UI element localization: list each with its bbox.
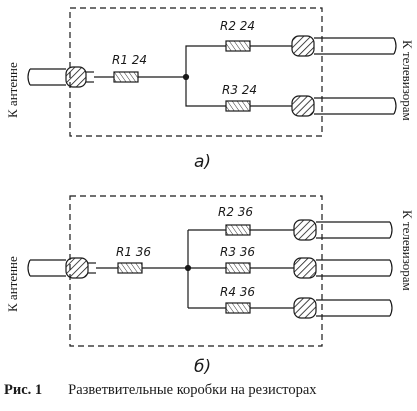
enclosure-b xyxy=(69,195,323,347)
resistor-label-r2-a: R2 24 xyxy=(220,19,255,33)
junction-a xyxy=(182,73,190,81)
tv-label-a: К телевизорам xyxy=(400,40,415,121)
resistor-r2-b xyxy=(225,224,251,236)
figure-number: Рис. 1 xyxy=(4,382,43,398)
resistor-r3-a xyxy=(225,100,251,112)
sublabel-a: а) xyxy=(194,152,211,172)
diagram-b xyxy=(27,195,393,347)
resistor-label-r1-b: R1 36 xyxy=(116,245,151,259)
figure-caption: Рис. 1 Разветвительные коробки на резисто… xyxy=(4,382,416,399)
resistor-label-r3-b: R3 36 xyxy=(220,245,255,259)
resistor-label-r2-b: R2 36 xyxy=(218,205,253,219)
resistor-label-r4-b: R4 36 xyxy=(220,285,255,299)
output-cable-b-1 xyxy=(293,219,393,241)
resistor-r4-b xyxy=(225,302,251,314)
enclosure-a xyxy=(69,7,323,137)
junction-b xyxy=(184,264,192,272)
diagram-a xyxy=(27,7,397,137)
input-cable-a xyxy=(27,66,94,88)
antenna-label-b: К антенне xyxy=(5,256,20,312)
tv-label-b: К телевизорам xyxy=(400,210,415,291)
wire-a xyxy=(94,45,292,107)
resistor-label-r1-a: R1 24 xyxy=(112,53,147,67)
input-cable-b xyxy=(27,257,96,279)
output-cable-b-2 xyxy=(293,257,393,279)
antenna-label-a: К антенне xyxy=(5,62,20,118)
resistor-r3-b xyxy=(225,262,251,274)
resistor-r1-b xyxy=(117,262,143,274)
resistor-r2-a xyxy=(225,40,251,52)
figure-caption-text: Разветвительные коробки на резисторах xyxy=(68,382,317,398)
output-cable-a-2 xyxy=(291,95,397,117)
resistor-r1-a xyxy=(113,71,139,83)
resistor-label-r3-a: R3 24 xyxy=(222,83,257,97)
output-cable-a-1 xyxy=(291,35,397,57)
sublabel-b: б) xyxy=(194,357,211,377)
output-cable-b-3 xyxy=(293,297,393,319)
